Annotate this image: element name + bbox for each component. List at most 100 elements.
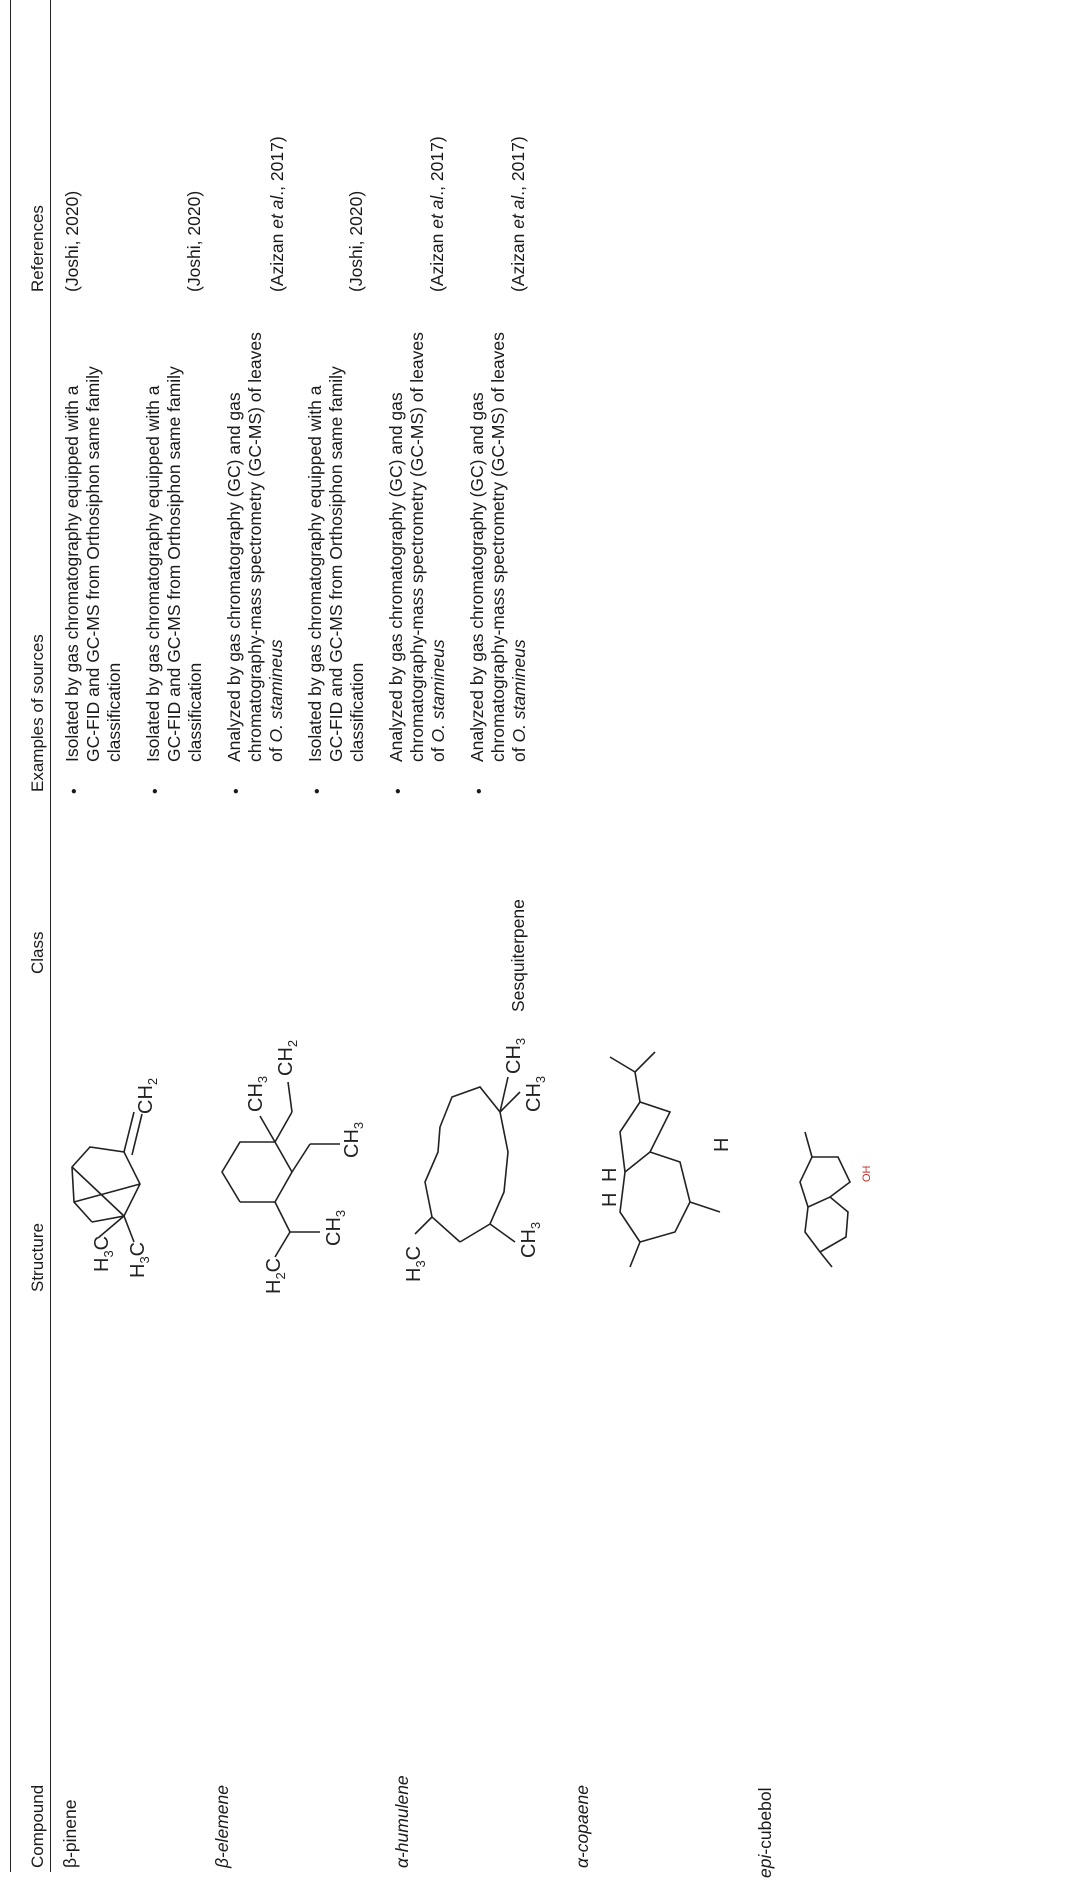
source-line: Isolated by gas chromatography equipped … [305,366,326,762]
source-line: Isolated by gas chromatography equipped … [143,366,164,762]
humulene-me3 [500,1077,508,1112]
bullet-5: • [390,788,408,794]
ref-post: ., 2017) [267,136,287,195]
elemene-b1 [275,1202,290,1232]
ref-post: ., 2017) [508,136,528,195]
source-row-3: Analyzed by gas chromatography (GC) and … [224,332,287,762]
pinene-h3c-top: H3C [91,1236,116,1272]
elemene-ch2-a: CH2 [275,1040,300,1076]
bullet-3: • [228,788,246,794]
ref-pre: (Azizan [427,229,447,292]
source-line: of O. stamineus [428,332,449,762]
copaene-b1 [635,1072,640,1102]
ref-pre: (Azizan [267,229,287,292]
pinene-double-2 [132,1114,142,1155]
reference-row-4: (Joshi, 2020) [346,191,367,292]
elemene-b2 [275,1232,290,1257]
reference-row-2: (Joshi, 2020) [184,191,205,292]
ref-et-al: et al [508,196,528,229]
compound-epi-cubebol: epi-cubebol [755,1788,776,1878]
of-word: of [509,743,529,762]
elemene-ch3-c: CH3 [245,1076,270,1112]
source-line: Isolated by gas chromatography equipped … [62,366,83,762]
ref-et-al: et al [267,196,287,229]
structure-beta-pinene: H3C H3C CH2 [52,1052,182,1312]
structure-alpha-copaene: H H H [580,1042,750,1302]
source-row-1: Isolated by gas chromatography equipped … [62,366,125,762]
source-line: Analyzed by gas chromatography (GC) and … [224,332,245,762]
copaene-ring-1 [620,1152,690,1242]
beta-elemene-prefix: β-elemene [212,1785,232,1868]
cubebol-b1 [805,1132,812,1157]
elemene-ch3-a: CH3 [323,1210,348,1246]
table-top-rule [10,0,11,1872]
source-line: classification [347,366,368,762]
elemene-b4 [292,1144,310,1172]
ref-pre: (Azizan [508,229,528,292]
cubebol-oh: OH [861,1165,873,1182]
source-line: classification [185,366,206,762]
elemene-b7 [288,1082,292,1112]
pinene-me1 [124,1216,134,1242]
copaene-h-2: H [599,1168,621,1182]
ref-et-al: et al [427,196,447,229]
copaene-h-3: H [711,1138,733,1152]
source-line: of O. stamineus [266,332,287,762]
of-word: of [428,743,448,762]
elemene-ch3-b: CH3 [341,1122,366,1158]
copaene-b4 [630,1242,640,1267]
humulene-ch3-a: CH3 [518,1222,543,1258]
header-compound: Compound [28,1785,48,1868]
ref-post: ., 2017) [427,136,447,195]
elemene-h2c: H2C [263,1258,288,1294]
bullet-1: • [66,788,84,794]
source-line: chromatography-mass spectrometry (GC-MS)… [488,332,509,762]
source-line: Analyzed by gas chromatography (GC) and … [467,332,488,762]
compound-beta-elemene: β-elemene [212,1785,233,1868]
source-line: GC-FID and GC-MS from Orthosiphon same f… [83,366,104,762]
species-name: O. stamineus [266,639,286,742]
source-line: chromatography-mass spectrometry (GC-MS)… [407,332,428,762]
copaene-b2 [610,1057,635,1072]
copaene-h-1: H [599,1193,621,1207]
source-line: of O. stamineus [509,332,530,762]
copaene-b3 [635,1052,655,1072]
humulene-me1 [490,1224,515,1242]
reference-row-1: (Joshi, 2020) [62,191,83,292]
elemene-b8 [260,1116,275,1142]
source-line: Analyzed by gas chromatography (GC) and … [386,332,407,762]
alpha-copaene-name: α-copaene [572,1785,592,1868]
elemene-b6 [275,1112,292,1142]
source-row-2: Isolated by gas chromatography equipped … [143,366,206,762]
cubebol-ring-1 [805,1197,848,1252]
species-name: O. stamineus [428,639,448,742]
table-header-rule [50,0,51,1872]
humulene-h3c: H3C [403,1246,428,1282]
of-word: of [266,743,286,762]
compound-alpha-copaene: α-copaene [572,1785,593,1868]
source-line: GC-FID and GC-MS from Orthosiphon same f… [164,366,185,762]
source-row-4: Isolated by gas chromatography equipped … [305,366,368,762]
bullet-2: • [147,788,165,794]
compound-alpha-humulene: α-humulene [392,1775,413,1868]
reference-row-3: (Azizan et al., 2017) [267,136,288,292]
cubebol-b2 [820,1252,832,1267]
header-class: Class [28,931,48,974]
humulene-ring [425,1087,508,1242]
bullet-6: • [471,788,489,794]
humulene-ch3-b: CH3 [523,1076,548,1112]
cubebol-suffix: -cubebol [755,1788,775,1855]
compound-beta-pinene: β-pinene [60,1800,81,1868]
structure-beta-elemene: H2C CH3 CH3 CH2 CH3 [180,1032,360,1312]
header-structure: Structure [28,1223,48,1292]
bullet-4: • [309,788,327,794]
source-line: chromatography-mass spectrometry (GC-MS)… [245,332,266,762]
copaene-ring-2 [620,1102,670,1172]
source-row-6: Analyzed by gas chromatography (GC) and … [467,332,530,762]
epi-prefix: epi [755,1855,775,1878]
header-references: References [28,205,48,292]
pinene-ch2: CH2 [135,1078,160,1114]
reference-row-5: (Azizan et al., 2017) [427,136,448,292]
pinene-double-1 [124,1112,134,1152]
